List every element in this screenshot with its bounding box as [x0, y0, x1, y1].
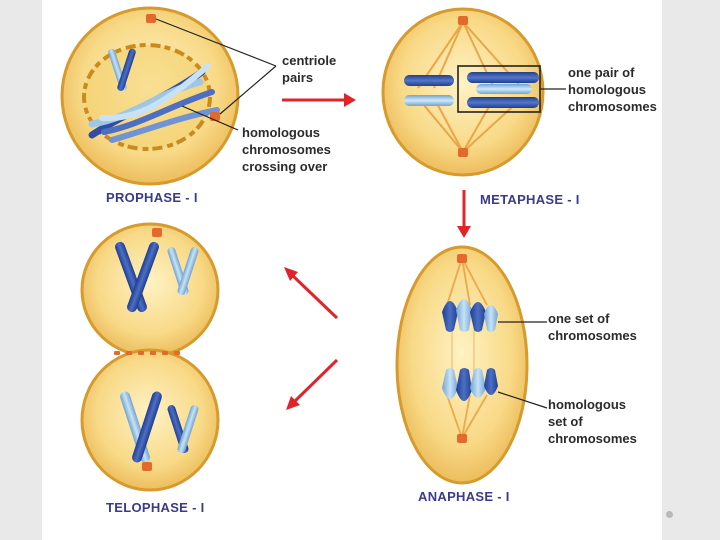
stage-anaphase: ANAPHASE - I: [418, 489, 510, 504]
label-one-set-chromosomes: one set of chromosomes: [548, 311, 637, 343]
anaphase-cell: [395, 245, 548, 485]
label-homologous-set: homologous set of chromosomes: [548, 397, 637, 446]
prophase-chromosomes-crossing: [88, 63, 220, 143]
slide-dot: [666, 511, 673, 518]
stage-prophase: PROPHASE - I: [106, 190, 198, 205]
stage-telophase: TELOPHASE - I: [106, 500, 205, 515]
prophase-chromosome-small: [108, 48, 136, 91]
metaphase-cell: [381, 7, 566, 177]
arrow-down: [457, 190, 471, 238]
label-crossing-over: homologous chromosomes crossing over: [242, 125, 331, 174]
label-one-pair-homologous: one pair of homologous chromosomes: [568, 65, 657, 114]
meiosis-figure: centriole pairs homologous chromosomes c…: [42, 0, 662, 540]
label-centriole-pairs: centriole pairs: [282, 53, 337, 85]
arrow-up-left: [284, 267, 339, 320]
stage-metaphase: METAPHASE - I: [480, 192, 580, 207]
prophase-cell: [60, 6, 277, 186]
telophase-cells: [80, 222, 220, 492]
arrow-right: [282, 93, 356, 107]
arrow-down-left: [286, 358, 339, 410]
meiosis-diagram: [60, 6, 566, 492]
centriole-top: [146, 14, 156, 23]
